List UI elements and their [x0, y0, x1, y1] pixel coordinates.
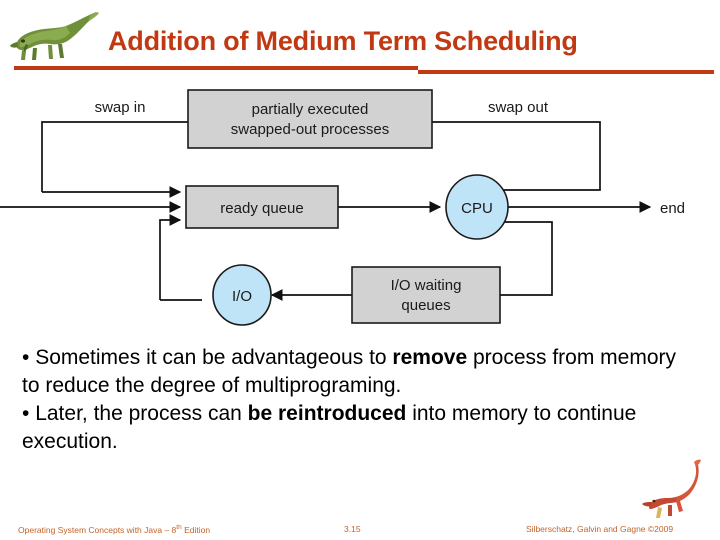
title-divider-left: [14, 66, 418, 70]
bullet-1-part-2: remove: [392, 346, 468, 369]
bullet-2-part-2: be reintroduced: [247, 402, 407, 425]
footer-edition-main: Operating System Concepts with Java – 8: [18, 524, 177, 535]
node-io-waiting-queues[interactable]: [351, 266, 501, 324]
node-swapped-out-processes-line1: partially executed: [252, 101, 369, 118]
footer-copyright: Silberschatz, Galvin and Gagne ©2009: [526, 524, 674, 534]
node-io-label: I/O: [232, 288, 252, 305]
dinosaur-logo-icon: [10, 12, 99, 60]
footer-edition-tail: Edition: [181, 524, 211, 535]
slide-body: • Sometimes it can be advantageous to re…: [22, 344, 682, 456]
label-end: end: [660, 200, 685, 217]
connector-swap-in: [41, 121, 188, 192]
dinosaur-footer-logo-icon: [642, 459, 701, 518]
bullet-glyph-2: •: [22, 402, 30, 425]
title-divider-right: [418, 70, 714, 74]
footer-page-number: 3.15: [344, 524, 361, 534]
page-title: Addition of Medium Term Scheduling: [108, 26, 578, 56]
node-cpu[interactable]: [445, 174, 509, 240]
node-swapped-out-processes[interactable]: [187, 89, 433, 149]
slide-header: Addition of Medium Term Scheduling: [0, 0, 720, 78]
bullet-2-part-1: Later, the process can: [35, 402, 248, 425]
bullet-item-1: • Sometimes it can be advantageous to re…: [22, 344, 682, 400]
node-io[interactable]: [212, 264, 272, 326]
node-ready-queue-label: ready queue: [220, 200, 303, 217]
node-ready-queue[interactable]: [185, 185, 339, 229]
bullet-item-2: • Later, the process can be reintroduced…: [22, 400, 682, 456]
node-swapped-out-processes-line2: swapped-out processes: [231, 121, 389, 138]
bullet-1-part-1: Sometimes it can be advantageous to: [35, 346, 393, 369]
bullet-2-part-3: into memory to continue execution.: [22, 402, 637, 453]
label-swap-out: swap out: [488, 99, 549, 116]
footer-edition-sup: th: [176, 524, 182, 531]
node-io-waiting-queues-line1: I/O waiting: [391, 277, 462, 294]
footer-edition-text: Operating System Concepts with Java – 8t…: [18, 524, 210, 535]
medium-term-scheduling-diagram: partially executed swapped-out processes…: [0, 80, 720, 340]
connector-io-to-ready: [159, 214, 182, 300]
node-cpu-label: CPU: [461, 200, 493, 217]
bullet-1-part-3: process from memory to reduce the degree…: [22, 346, 677, 397]
connector-swap-out: [432, 121, 601, 191]
connector-cpu-to-iowait: [500, 221, 553, 296]
label-swap-in: swap in: [95, 99, 146, 116]
node-io-waiting-queues-line2: queues: [401, 297, 450, 314]
bullet-glyph-1: •: [22, 346, 30, 369]
